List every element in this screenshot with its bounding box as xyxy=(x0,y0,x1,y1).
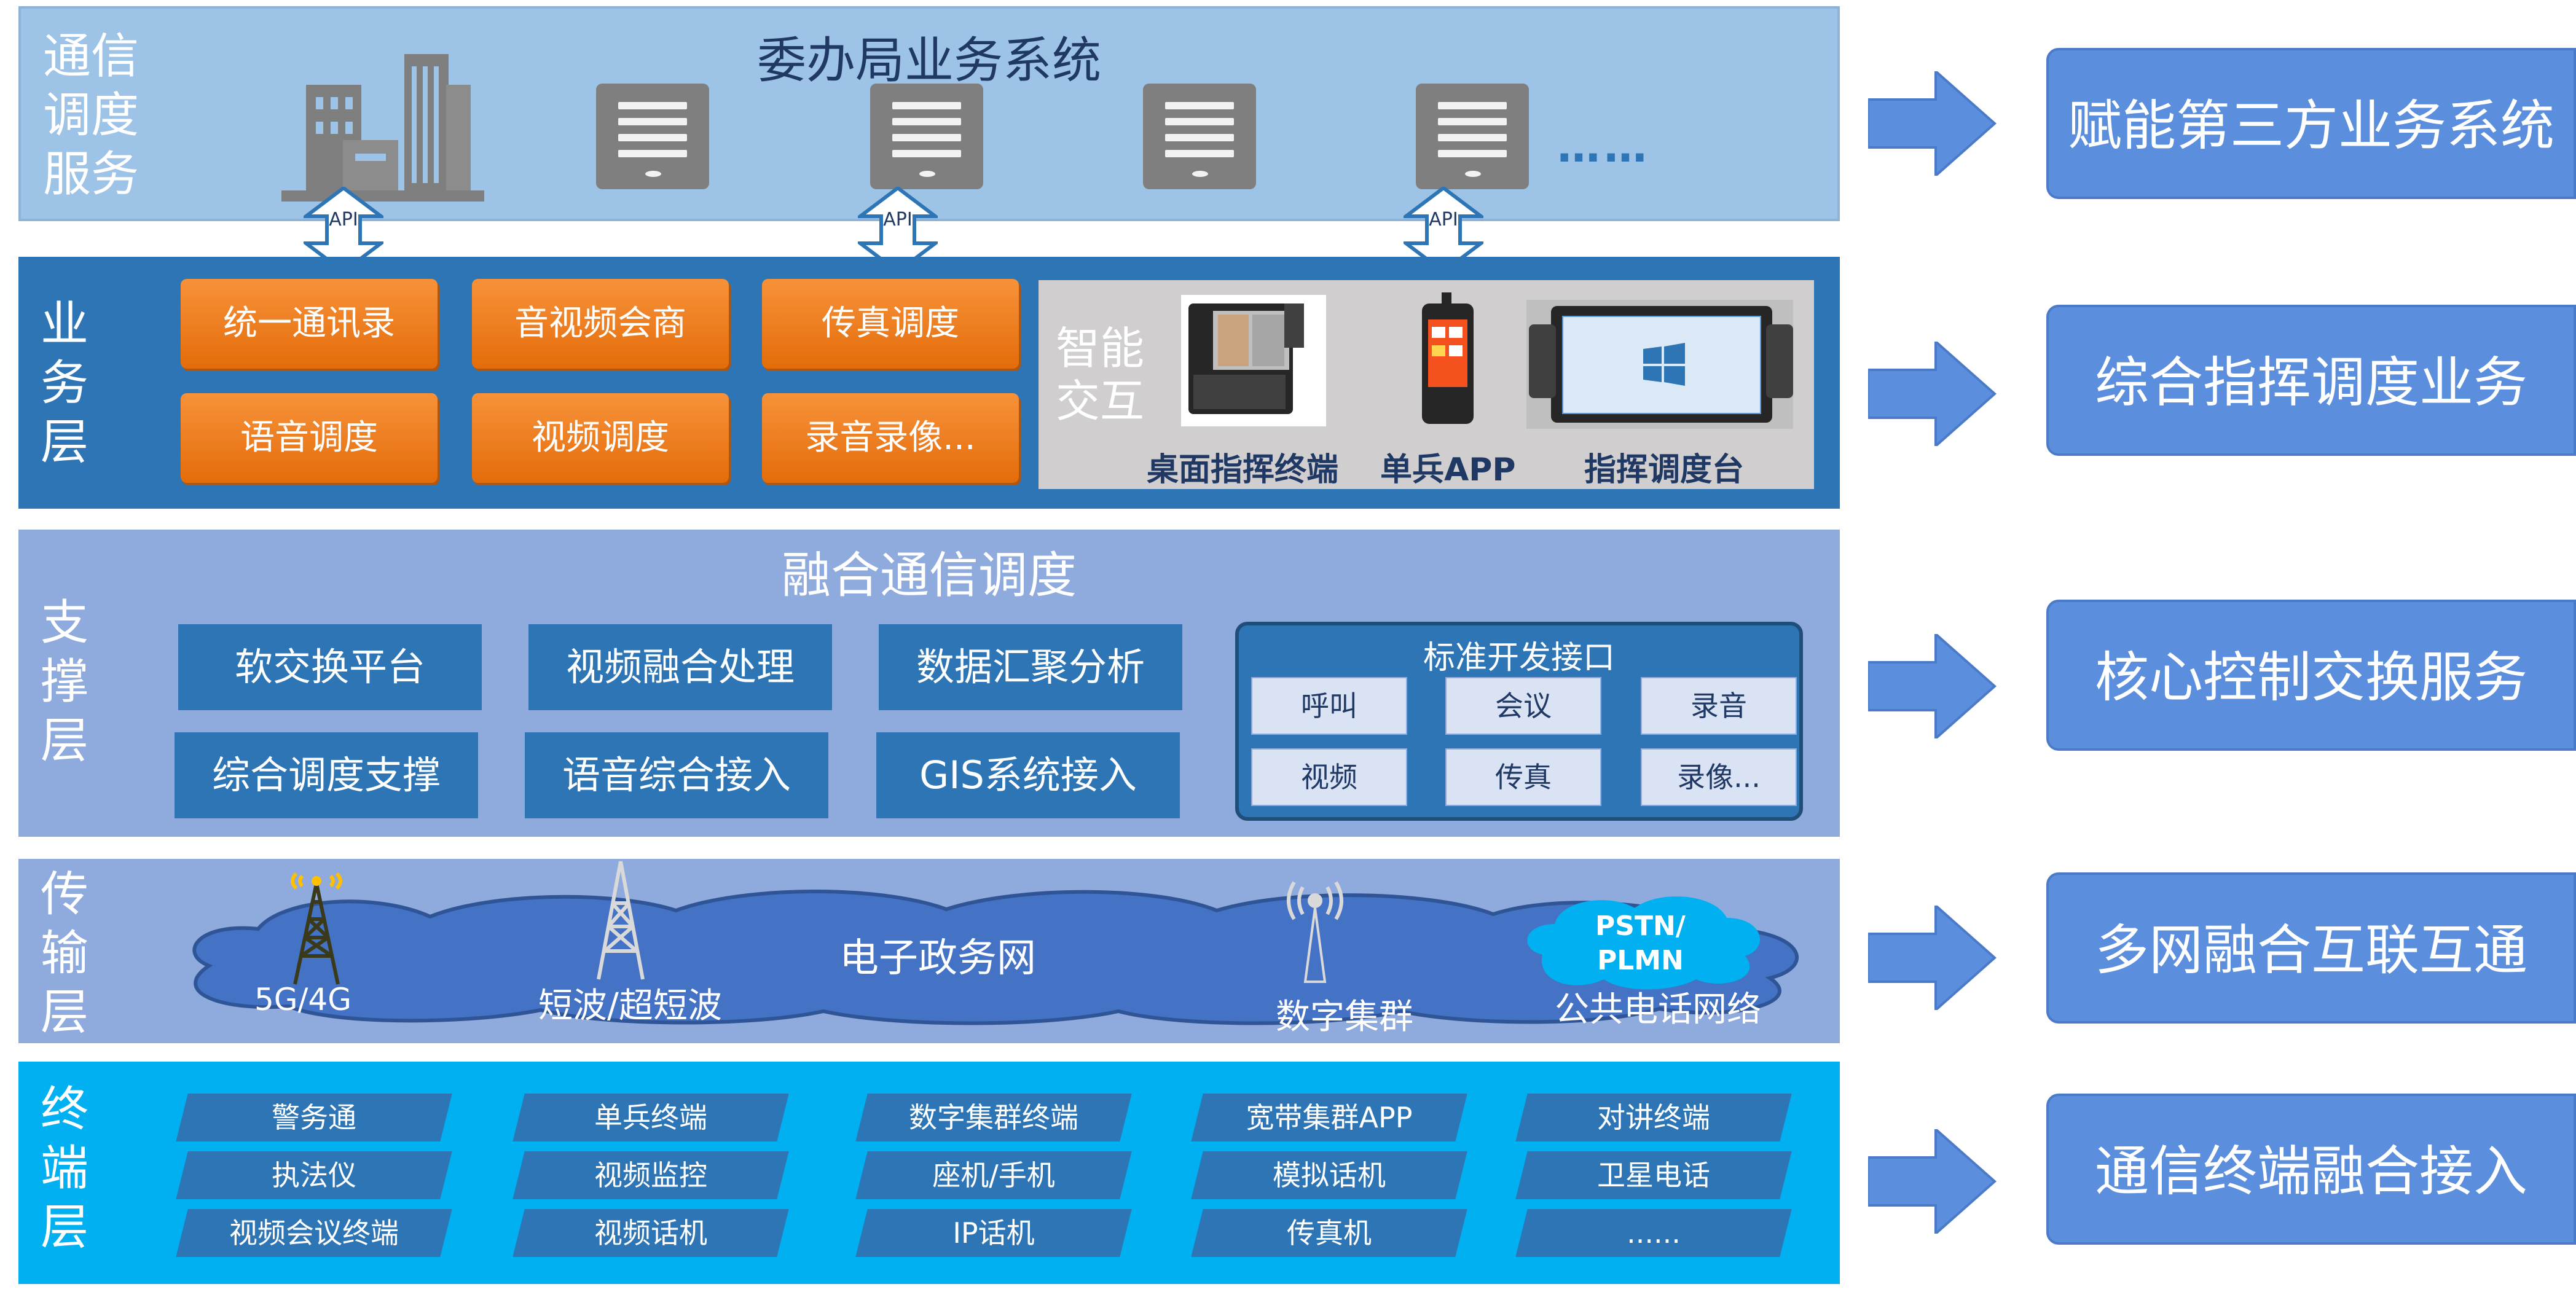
5g-4g-label: 5G/4G xyxy=(254,982,351,1017)
data-analysis-box: 数据汇聚分析 xyxy=(879,624,1182,710)
multi-network-box: 多网融合互联互通 xyxy=(2046,872,2576,1024)
terminal-item: 视频监控 xyxy=(512,1151,789,1199)
business-layer: 业 务 层 统一通讯录 音视频会商 传真调度 语音调度 视频调度 录音录像...… xyxy=(18,257,1840,509)
desk-terminal-label: 桌面指挥终端 xyxy=(1147,452,1339,488)
voice-access-box: 语音综合接入 xyxy=(525,732,828,818)
server-icon xyxy=(596,84,709,189)
standard-api-panel: 标准开发接口 呼叫 会议 录音 视频 传真 录像... xyxy=(1235,622,1803,821)
enable-third-party-box: 赋能第三方业务系统 xyxy=(2046,48,2576,199)
terminal-item: 单兵终端 xyxy=(512,1094,789,1141)
layer-title-business: 业 务 层 xyxy=(41,297,89,470)
core-switch-service-box: 核心控制交换服务 xyxy=(2046,600,2576,751)
desk-terminal-icon xyxy=(1181,295,1326,426)
api-connector: API xyxy=(300,186,387,274)
api-label: API xyxy=(329,209,358,230)
api-item-meeting: 会议 xyxy=(1445,677,1601,735)
layer-title-support: 支 撑 层 xyxy=(41,595,89,769)
unified-directory-box: 统一通讯录 xyxy=(181,279,438,369)
pstn-plmn-label: PSTN/ PLMN xyxy=(1595,910,1686,976)
more-systems-ellipsis: …… xyxy=(1557,122,1651,172)
dispatch-console-label: 指挥调度台 xyxy=(1584,452,1745,488)
right-arrow-icon xyxy=(1868,342,1997,446)
command-dispatch-box: 综合指挥调度业务 xyxy=(2046,305,2576,456)
5g-tower-icon xyxy=(291,872,342,985)
api-item-video: 视频 xyxy=(1251,748,1407,806)
voice-dispatch-box: 语音调度 xyxy=(181,393,438,483)
right-arrow-icon xyxy=(1868,906,1997,1010)
support-layer: 支 撑 层 融合通信调度 软交换平台 视频融合处理 数据汇聚分析 综合调度支撑 … xyxy=(18,530,1840,837)
public-phone-network-label: 公共电话网络 xyxy=(1555,990,1761,1030)
fusion-dispatch-heading: 融合通信调度 xyxy=(782,547,1077,604)
softswitch-box: 软交换平台 xyxy=(178,624,482,710)
terminal-item: 模拟话机 xyxy=(1191,1151,1467,1199)
egov-network-label: 电子政务网 xyxy=(839,936,1036,981)
terminal-item: 座机/手机 xyxy=(855,1151,1132,1199)
terminal-layer: 终 端 层 警务通 单兵终端 数字集群终端 宽带集群APP 对讲终端 执法仪 视… xyxy=(18,1062,1840,1284)
terminal-item: 视频话机 xyxy=(512,1209,789,1257)
right-arrow-icon xyxy=(1868,1129,1997,1234)
layer-title-communication: 通信 调度 服务 xyxy=(43,29,139,202)
right-arrow-icon xyxy=(1868,71,1997,176)
egov-network-cloud xyxy=(192,890,1799,1025)
terminal-item: 数字集群终端 xyxy=(855,1094,1132,1141)
smart-interaction-panel: 智能 交互 xyxy=(1039,280,1814,489)
api-label: API xyxy=(883,209,913,230)
layer-title-terminal: 终 端 层 xyxy=(41,1082,89,1255)
api-item-audio-record: 录音 xyxy=(1641,677,1797,735)
terminal-item: 传真机 xyxy=(1191,1209,1467,1257)
communication-dispatch-layer: 通信 调度 服务 委办局业务系统 …… xyxy=(18,6,1840,221)
shortwave-label: 短波/超短波 xyxy=(538,986,722,1026)
smart-interaction-title: 智能 交互 xyxy=(1056,323,1145,427)
api-label: API xyxy=(1429,209,1458,230)
api-item-fax: 传真 xyxy=(1445,748,1601,806)
digital-trunking-label: 数字集群 xyxy=(1276,997,1413,1037)
api-item-video-record: 录像... xyxy=(1641,748,1797,806)
terminal-item: IP话机 xyxy=(855,1209,1132,1257)
api-item-call: 呼叫 xyxy=(1251,677,1407,735)
dispatch-console-icon xyxy=(1526,300,1793,429)
terminal-item: 视频会议终端 xyxy=(176,1209,452,1257)
gis-access-box: GIS系统接入 xyxy=(876,732,1180,818)
dispatch-support-box: 综合调度支撑 xyxy=(175,732,478,818)
shortwave-tower-icon xyxy=(597,861,645,980)
terminal-item: 警务通 xyxy=(176,1094,452,1141)
standard-api-title: 标准开发接口 xyxy=(1423,640,1615,676)
terminal-item: 卫星电话 xyxy=(1515,1151,1792,1199)
terminal-access-box: 通信终端融合接入 xyxy=(2046,1094,2576,1245)
terminal-item: 对讲终端 xyxy=(1515,1094,1792,1141)
pstn-cloud xyxy=(1527,896,1760,990)
terminal-item: ...... xyxy=(1515,1209,1792,1257)
trunking-antenna-icon xyxy=(1287,881,1343,983)
handheld-device-icon xyxy=(1422,292,1474,424)
bureau-system-heading: 委办局业务系统 xyxy=(757,32,1101,89)
layer-title-transmission: 传 输 层 xyxy=(41,867,89,1040)
server-icon xyxy=(1416,84,1529,189)
server-icon xyxy=(870,84,983,189)
building-icon xyxy=(281,54,484,202)
server-icon xyxy=(1143,84,1256,189)
video-dispatch-box: 视频调度 xyxy=(472,393,729,483)
right-arrow-icon xyxy=(1868,634,1997,738)
video-fusion-box: 视频融合处理 xyxy=(528,624,832,710)
transmission-layer: 传 输 层 电子政务网 5G/4G 短波/超短波 数字集群 PSTN/ PLMN… xyxy=(18,859,1840,1043)
recording-box: 录音录像... xyxy=(762,393,1019,483)
handheld-app-label: 单兵APP xyxy=(1380,452,1516,488)
terminal-item: 执法仪 xyxy=(176,1151,452,1199)
av-conference-box: 音视频会商 xyxy=(472,279,729,369)
terminal-item: 宽带集群APP xyxy=(1191,1094,1467,1141)
fax-dispatch-box: 传真调度 xyxy=(762,279,1019,369)
